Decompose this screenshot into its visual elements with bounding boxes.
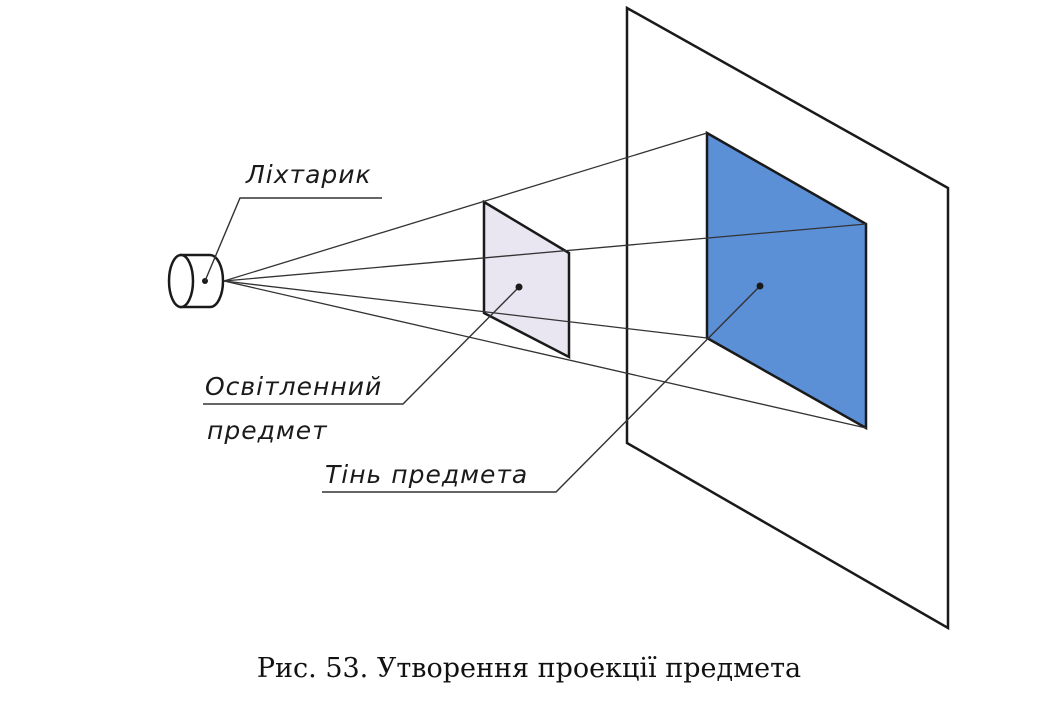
ray-top-right <box>223 223 867 282</box>
shadow-center-dot <box>756 282 764 290</box>
object-label-line1: Освітленний <box>205 372 382 401</box>
shadow-leader <box>322 285 761 493</box>
ray-top-left <box>223 132 708 282</box>
object-label-line2: предмет <box>207 416 328 445</box>
ray-bottom-right <box>223 280 867 429</box>
object-leader <box>203 286 520 405</box>
shadow-label: Тінь предмета <box>325 460 528 489</box>
object-center-dot <box>515 283 523 291</box>
ray-bottom-left <box>223 280 708 339</box>
leader-lines <box>203 197 761 493</box>
flashlight-icon <box>167 253 225 309</box>
flashlight-back <box>167 253 195 309</box>
illuminated-object <box>482 199 571 360</box>
figure-caption: Рис. 53. Утворення проекції предмета <box>257 653 801 684</box>
flashlight-leader <box>204 197 382 282</box>
light-rays <box>223 132 867 429</box>
flashlight-label: Ліхтарик <box>245 160 372 189</box>
